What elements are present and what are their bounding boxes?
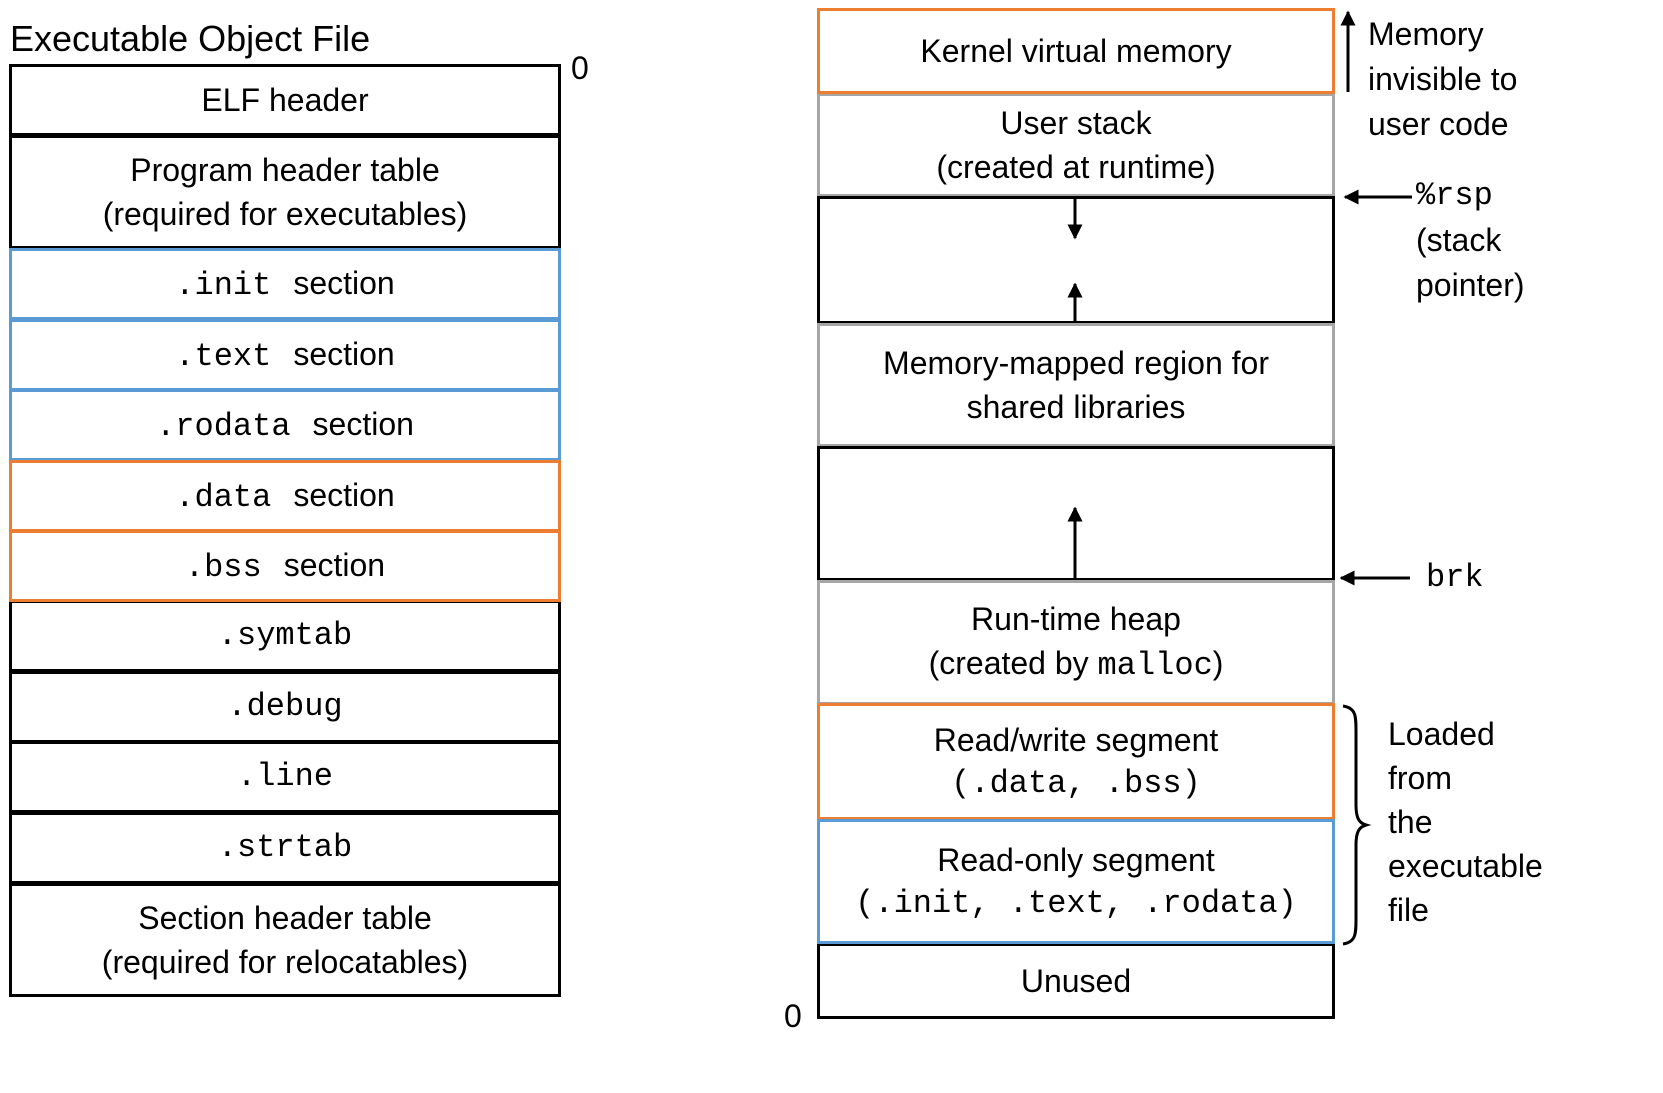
- bss-section-row: .bss section: [9, 530, 561, 602]
- file-offset-zero: 0: [571, 50, 589, 86]
- section-label: section: [293, 335, 395, 372]
- read-only-segment-block: Read-only segment (.init, .text, .rodata…: [817, 819, 1335, 944]
- block-label: User stack: [1000, 105, 1152, 141]
- read-write-segment-block: Read/write segment (.data, .bss): [817, 703, 1335, 820]
- section-name: .strtab: [217, 829, 353, 866]
- row-label: Section header table: [138, 900, 432, 936]
- section-label: section: [312, 405, 414, 442]
- block-label: Read/write segment: [933, 721, 1219, 758]
- loaded-note: Loaded from the executable file: [1388, 712, 1543, 932]
- elf-header-row: ELF header: [9, 64, 561, 136]
- note-line: the: [1388, 804, 1433, 840]
- note-line: Loaded: [1388, 716, 1495, 752]
- section-label: section: [293, 476, 395, 513]
- note-line: file: [1388, 892, 1429, 928]
- block-label: Memory-mapped region for: [883, 345, 1269, 381]
- note-line: invisible to: [1368, 61, 1518, 97]
- kernel-note: Memory invisible to user code: [1368, 12, 1517, 147]
- row-sublabel: (required for relocatables): [101, 944, 469, 980]
- block-sublabel-prefix: (created by: [928, 645, 1098, 681]
- block-sublabel: (created at runtime): [936, 149, 1216, 185]
- note-line: executable: [1388, 848, 1543, 884]
- memory-mapped-region-block: Memory-mapped region for shared librarie…: [817, 323, 1335, 447]
- data-section-row: .data section: [9, 460, 561, 532]
- rsp-register: %rsp: [1416, 177, 1493, 214]
- kernel-virtual-memory-block: Kernel virtual memory: [817, 8, 1335, 94]
- malloc-code: malloc: [1097, 647, 1213, 684]
- note-line: from: [1388, 760, 1452, 796]
- section-name: .rodata: [156, 407, 291, 445]
- loaded-brace: [1342, 704, 1372, 946]
- block-label: Run-time heap: [971, 601, 1181, 637]
- block-sublabel-suffix: ): [1212, 645, 1224, 681]
- note-line: pointer): [1416, 267, 1525, 303]
- text-section-row: .text section: [9, 319, 561, 391]
- section-label: section: [293, 264, 395, 301]
- executable-object-file-title: Executable Object File: [10, 18, 371, 59]
- row-sublabel: (required for executables): [102, 196, 468, 232]
- rodata-section-row: .rodata section: [9, 389, 561, 461]
- init-section-row: .init section: [9, 248, 561, 320]
- block-label: Unused: [1020, 963, 1132, 999]
- address-zero: 0: [784, 998, 802, 1034]
- rsp-note: %rsp (stack pointer): [1416, 173, 1525, 308]
- section-name: .line: [236, 758, 333, 795]
- note-line: user code: [1368, 106, 1509, 142]
- block-sublabel: shared libraries: [966, 389, 1186, 425]
- block-sublabel: (.data, .bss): [951, 764, 1201, 802]
- block-sublabel: (.init, .text, .rodata): [855, 884, 1297, 922]
- block-label: Kernel virtual memory: [920, 33, 1232, 69]
- section-name: .debug: [227, 688, 343, 725]
- run-time-heap-block: Run-time heap (created by malloc): [817, 580, 1335, 705]
- section-label: section: [283, 546, 386, 583]
- strtab-row: .strtab: [9, 812, 561, 884]
- row-label: ELF header: [201, 82, 369, 118]
- note-line: Memory: [1368, 16, 1484, 52]
- note-line: (stack: [1416, 222, 1502, 258]
- brk-note: brk: [1426, 559, 1484, 596]
- section-name: .bss: [184, 548, 262, 586]
- program-header-table-row: Program header table (required for execu…: [9, 135, 561, 249]
- block-label: Read-only segment: [937, 841, 1215, 878]
- section-name: .text: [175, 337, 272, 375]
- section-header-table-row: Section header table (required for reloc…: [9, 883, 561, 997]
- line-row: .line: [9, 741, 561, 813]
- unused-block: Unused: [817, 943, 1335, 1019]
- row-label: Program header table: [130, 152, 440, 188]
- symtab-row: .symtab: [9, 600, 561, 672]
- section-name: .symtab: [217, 617, 353, 654]
- section-name: .data: [175, 478, 272, 516]
- user-stack-block: User stack (created at runtime): [817, 93, 1335, 197]
- section-name: .init: [175, 266, 272, 304]
